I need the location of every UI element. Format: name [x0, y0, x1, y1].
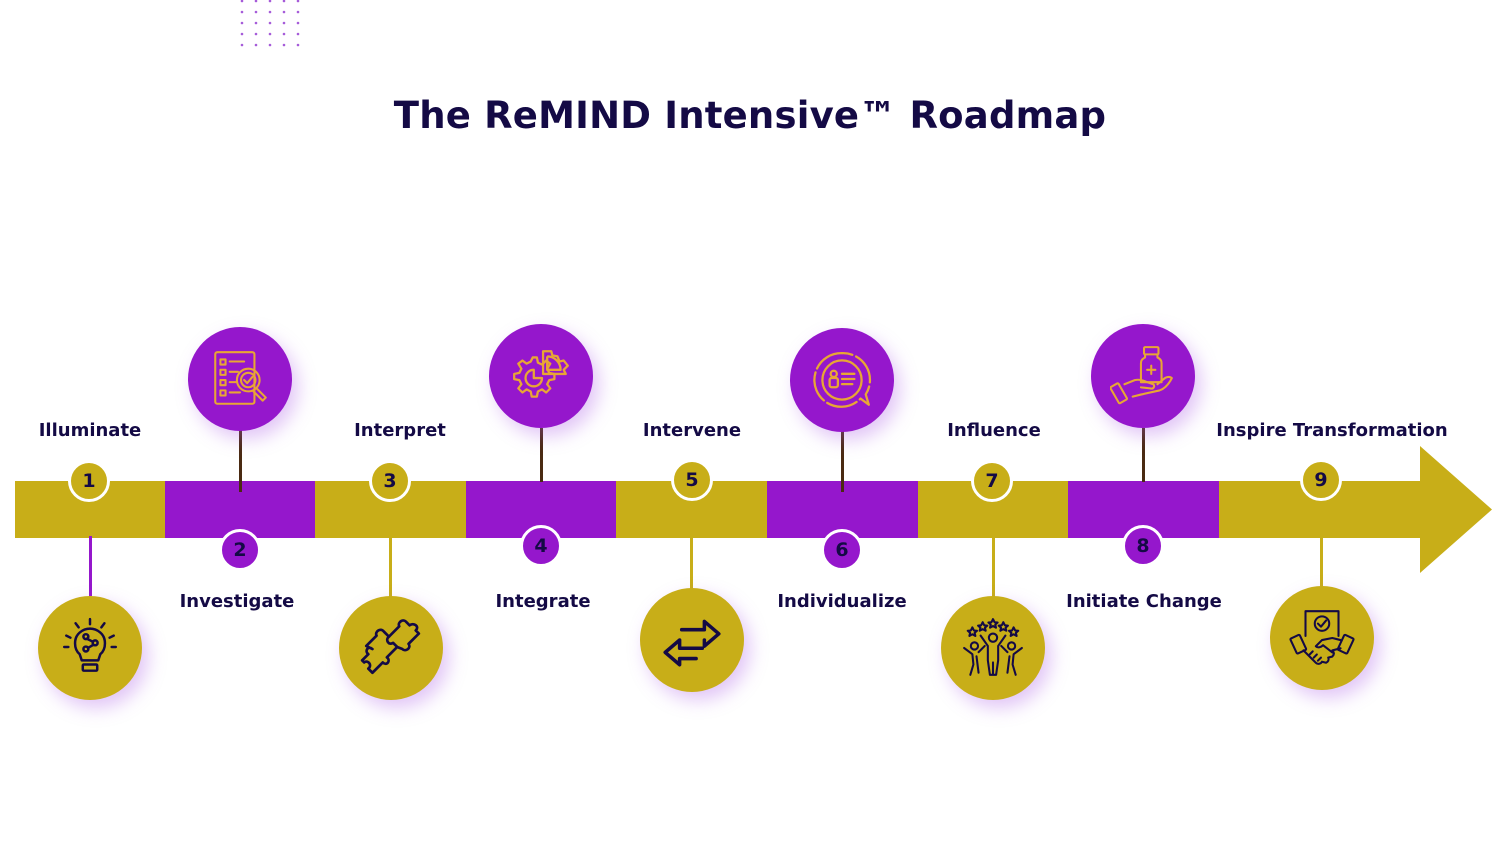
- step-icon-circle-5: [640, 588, 744, 692]
- step-icon-circle-8: [1091, 324, 1195, 428]
- connector-stem-1: [89, 536, 92, 596]
- step-number-4: 4: [520, 525, 562, 567]
- step-icon-circle-2: [188, 327, 292, 431]
- step-label-5: Intervene: [642, 420, 742, 441]
- timeline-segment-9: [1219, 481, 1379, 538]
- connector-stem-5: [690, 536, 693, 590]
- step-label-7: Influence: [947, 420, 1041, 441]
- step-label-3: Interpret: [354, 420, 446, 441]
- celebrating-people-stars-icon: [963, 618, 1023, 676]
- checklist-magnifier-icon: [214, 351, 267, 405]
- step-icon-circle-3: [339, 596, 443, 700]
- step-icon-circle-4: [489, 324, 593, 428]
- step-icon-circle-7: [941, 596, 1045, 700]
- step-label-6: Individualize: [777, 591, 907, 612]
- puzzle-icon: [360, 619, 421, 675]
- step-number-1: 1: [68, 460, 110, 502]
- decorative-dot-grid: [240, 0, 300, 47]
- step-label-8: Initiate Change: [1066, 591, 1222, 612]
- page-title: The ReMIND Intensive™ Roadmap: [393, 94, 1107, 137]
- connector-stem-7: [992, 536, 995, 598]
- step-label-2: Investigate: [179, 591, 295, 612]
- connector-stem-4: [540, 428, 543, 482]
- exchange-arrows-icon: [663, 619, 721, 667]
- lightbulb-icon: [62, 617, 118, 672]
- step-label-4: Integrate: [495, 591, 591, 612]
- timeline-arrow-head: [1370, 446, 1492, 573]
- step-number-3: 3: [369, 460, 411, 502]
- connector-stem-6: [841, 430, 844, 492]
- step-icon-circle-1: [38, 596, 142, 700]
- step-number-7: 7: [971, 460, 1013, 502]
- connector-stem-3: [389, 536, 392, 598]
- step-number-9: 9: [1300, 459, 1342, 501]
- connector-stem-9: [1320, 536, 1323, 588]
- handshake-certificate-icon: [1289, 610, 1355, 665]
- gears-icon: [513, 350, 569, 398]
- connector-stem-8: [1142, 428, 1145, 482]
- step-number-5: 5: [671, 459, 713, 501]
- step-label-1: Illuminate: [38, 420, 142, 441]
- profile-chat-icon: [813, 352, 872, 408]
- hand-medicine-icon: [1110, 346, 1173, 405]
- step-icon-circle-9: [1270, 586, 1374, 690]
- step-number-8: 8: [1122, 525, 1164, 567]
- connector-stem-2: [239, 430, 242, 492]
- step-icon-circle-6: [790, 328, 894, 432]
- step-label-9: Inspire Transformation: [1216, 420, 1448, 441]
- step-number-6: 6: [821, 529, 863, 571]
- step-number-2: 2: [219, 529, 261, 571]
